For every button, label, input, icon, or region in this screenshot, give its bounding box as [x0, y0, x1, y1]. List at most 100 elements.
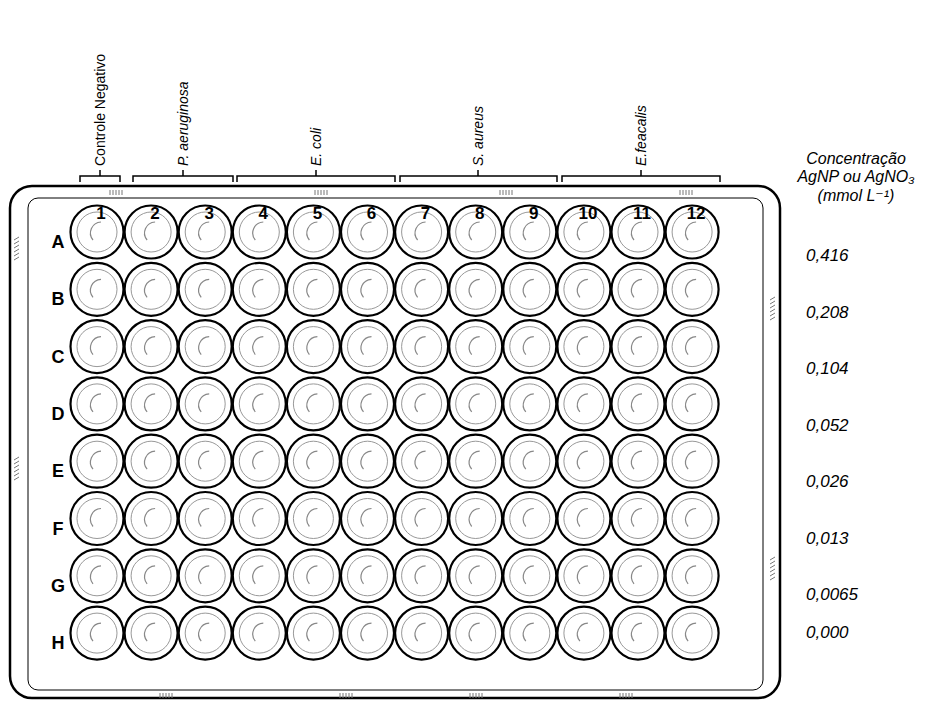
well: [612, 607, 665, 660]
well: [341, 435, 394, 488]
well: [287, 263, 340, 316]
well: [287, 435, 340, 488]
well: [557, 263, 610, 316]
well: [125, 435, 178, 488]
well: [557, 492, 610, 545]
row-letter: B: [52, 289, 65, 310]
row-letter: G: [51, 575, 65, 596]
concentration-value: 0,0065: [806, 585, 858, 605]
well: [125, 320, 178, 373]
well: [395, 435, 448, 488]
well: [449, 435, 502, 488]
well: [179, 320, 232, 373]
column-number: 5: [313, 204, 322, 224]
well: [125, 377, 178, 430]
well: [503, 435, 556, 488]
well: [557, 435, 610, 488]
group-header: S. aureus: [470, 106, 486, 166]
well: [666, 607, 719, 660]
well: [233, 320, 286, 373]
well: [395, 607, 448, 660]
well: [557, 320, 610, 373]
group-brackets: [80, 170, 720, 182]
well: [503, 263, 556, 316]
well: [503, 549, 556, 602]
well: [612, 549, 665, 602]
concentration-value: 0,000: [806, 623, 849, 643]
concentration-value: 0,416: [806, 246, 849, 266]
well: [449, 377, 502, 430]
well: [666, 435, 719, 488]
well: [125, 263, 178, 316]
row-letter: D: [52, 404, 65, 425]
well: [287, 492, 340, 545]
well: [666, 377, 719, 430]
well: [503, 607, 556, 660]
well: [612, 263, 665, 316]
row-letter: H: [52, 633, 65, 654]
well: [71, 263, 124, 316]
well: [233, 377, 286, 430]
plate-inner-rim: [28, 198, 763, 690]
well: [287, 549, 340, 602]
column-number: 8: [475, 204, 484, 224]
well: [666, 320, 719, 373]
concentration-value: 0,208: [806, 303, 849, 323]
well: [71, 320, 124, 373]
column-number: 4: [259, 204, 268, 224]
well: [557, 377, 610, 430]
well: [341, 492, 394, 545]
column-number: 10: [578, 204, 597, 224]
column-number: 9: [529, 204, 538, 224]
well: [233, 549, 286, 602]
well: [557, 549, 610, 602]
well: [503, 320, 556, 373]
concentration-value: 0,026: [806, 472, 849, 492]
well: [612, 320, 665, 373]
concentration-value: 0,013: [806, 529, 849, 549]
plate-hatching: [14, 190, 775, 698]
row-letter: A: [52, 232, 65, 253]
well: [179, 607, 232, 660]
well: [395, 549, 448, 602]
well: [287, 607, 340, 660]
column-number: 3: [204, 204, 213, 224]
group-header: P. aeruginosa: [175, 81, 191, 166]
well: [233, 492, 286, 545]
well: [449, 263, 502, 316]
well: [612, 377, 665, 430]
well: [666, 549, 719, 602]
group-header: E.feacalis: [633, 105, 649, 166]
well: [71, 549, 124, 602]
well: [179, 263, 232, 316]
row-letter: E: [52, 461, 64, 482]
well: [449, 607, 502, 660]
well: [449, 549, 502, 602]
group-header: Controle Negativo: [92, 54, 108, 166]
well: [557, 607, 610, 660]
plate-outline: [10, 186, 780, 698]
concentration-value: 0,104: [806, 359, 849, 379]
well: [395, 492, 448, 545]
concentration-value: 0,052: [806, 416, 849, 436]
column-number: 2: [150, 204, 159, 224]
well: [612, 492, 665, 545]
well: [287, 320, 340, 373]
well: [395, 263, 448, 316]
well: [71, 377, 124, 430]
well: [233, 263, 286, 316]
group-header: E. coli: [308, 128, 324, 166]
column-number: 11: [633, 204, 651, 224]
well: [71, 435, 124, 488]
well: [341, 377, 394, 430]
column-number: 1: [96, 204, 105, 224]
well: [341, 607, 394, 660]
column-number: 12: [687, 204, 706, 224]
well: [395, 320, 448, 373]
well: [287, 377, 340, 430]
well: [125, 492, 178, 545]
axis-title: Concentração AgNP ou AgNO₃ (mmol L⁻¹): [790, 150, 922, 205]
well: [503, 377, 556, 430]
well: [233, 435, 286, 488]
